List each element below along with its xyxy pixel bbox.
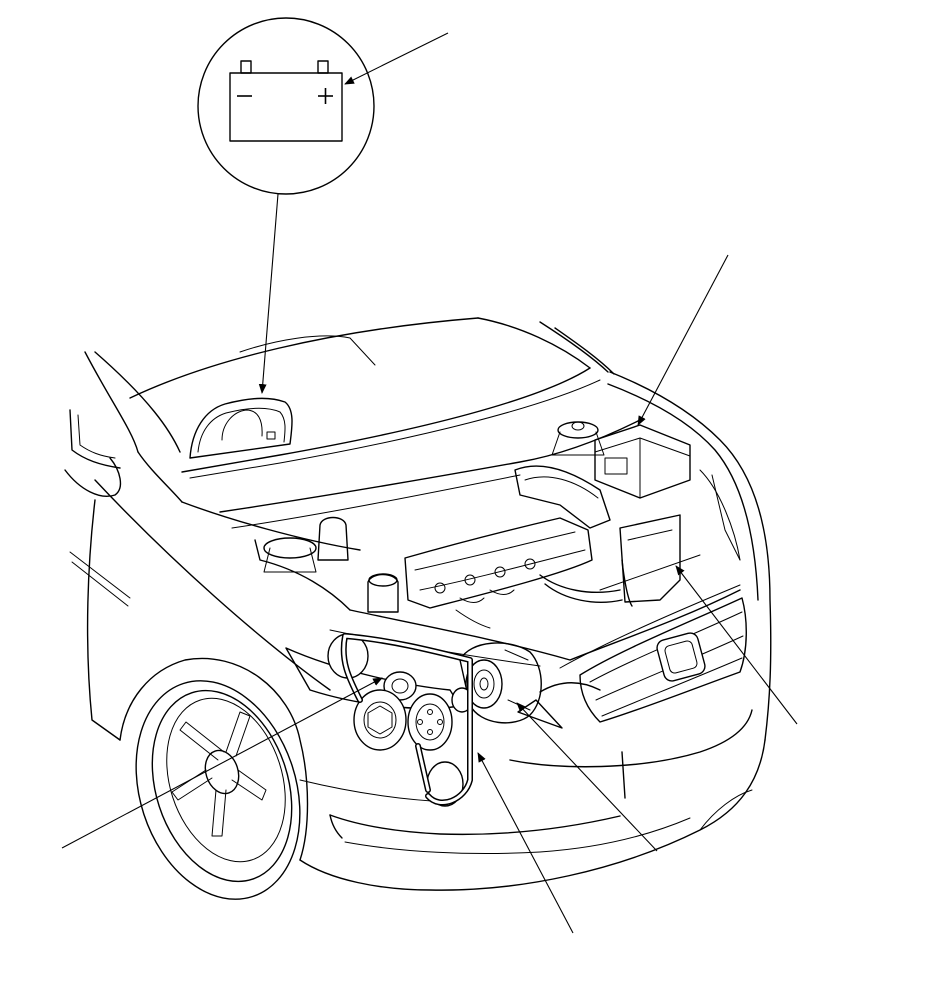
engine-bay (219, 419, 741, 667)
compressor-leader (516, 702, 658, 852)
battery-icon (229, 60, 343, 142)
strut-mount-left (263, 537, 317, 559)
crank-pulley (353, 689, 407, 751)
emblem (656, 632, 706, 682)
drive-belt-leader (477, 752, 574, 934)
battery-detail-bubble (197, 17, 449, 394)
detail-circle (197, 17, 375, 195)
intake-manifold (514, 465, 611, 529)
callout-leaders (61, 254, 798, 934)
wheel-spokes (171, 711, 267, 837)
ground-strap-leader (675, 565, 798, 725)
front-wheel (135, 680, 301, 900)
accessory-drive (327, 633, 542, 807)
water-pump-pulley (407, 693, 453, 751)
front-fender (86, 499, 121, 741)
engine-cover (404, 517, 593, 609)
tire-outer (135, 680, 301, 900)
coolant-reservoir (619, 514, 681, 603)
battery-location-arrow (258, 193, 279, 394)
crank-pulley-leader (61, 677, 383, 849)
ac-compressor (459, 642, 542, 724)
reservoir (317, 516, 349, 561)
oil-filler-cap (368, 573, 398, 587)
battery-leader-line (344, 32, 449, 85)
front-bumper (299, 739, 766, 891)
engine-ground-leader (637, 254, 729, 426)
drive-belt (340, 633, 473, 806)
hood-left-edge (84, 351, 139, 453)
instrument-cluster (189, 397, 293, 459)
hood-top-edge (129, 317, 479, 399)
front-grille (559, 584, 747, 723)
car-body (64, 317, 772, 891)
battery-area (594, 424, 691, 499)
